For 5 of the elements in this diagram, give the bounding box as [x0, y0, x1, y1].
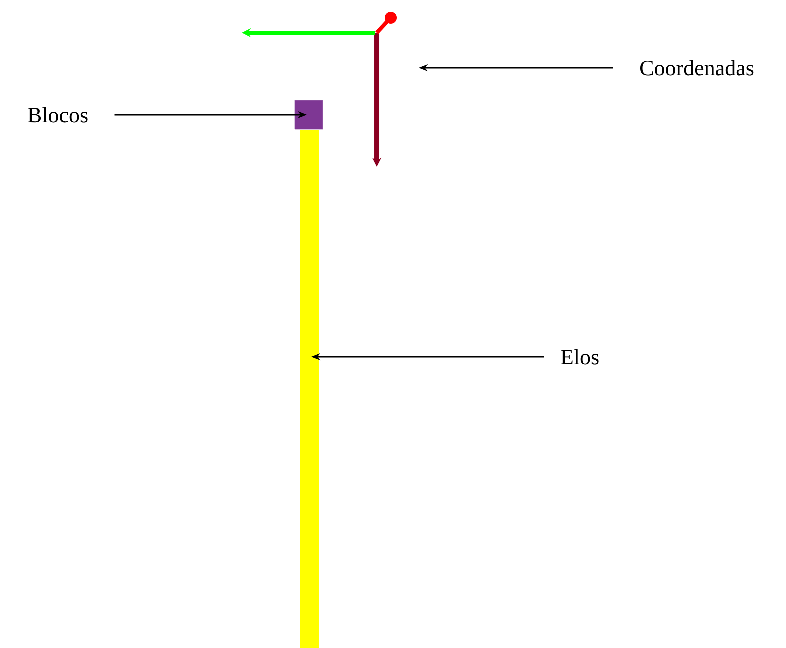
label-text: Elos [561, 349, 599, 365]
label-text: Coordenadas [640, 60, 754, 76]
block-square [294, 100, 324, 130]
label-text: Blocos [28, 107, 88, 123]
link-bar [300, 130, 319, 648]
